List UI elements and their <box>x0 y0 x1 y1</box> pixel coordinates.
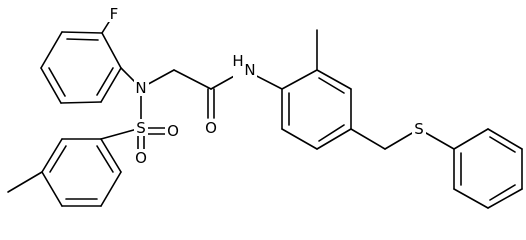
chemical-structure-diagram: F N S O O O H N S <box>7 5 523 209</box>
sulfonyl-oxygen-right-label: O <box>167 122 179 140</box>
bond-ch2-to-carbonyl <box>173 69 212 90</box>
amide-hydrogen-label: H <box>232 52 243 70</box>
carbonyl-oxygen-label: O <box>205 119 217 137</box>
atom-labels: F N S O O O H N S <box>108 5 426 167</box>
sulfonamide-nitrogen-label: N <box>135 79 146 97</box>
phenyl-ring <box>453 128 523 209</box>
bond-tolyl-methyl <box>7 171 43 193</box>
amide-nitrogen-label: N <box>244 61 255 79</box>
thioether-sulfur-label: S <box>414 120 424 138</box>
fluorophenyl-ring <box>40 31 122 104</box>
sulfonyl-sulfur-label: S <box>136 119 146 137</box>
bond-ring-to-ch2 <box>350 128 386 150</box>
tolyl-ring <box>41 138 122 207</box>
bonds <box>7 13 523 209</box>
carbonyl-double-bond <box>207 88 215 119</box>
aniline-ring <box>281 69 352 150</box>
fluorine-label: F <box>110 5 119 23</box>
sulfonyl-oxygen-bottom-label: O <box>135 149 147 167</box>
